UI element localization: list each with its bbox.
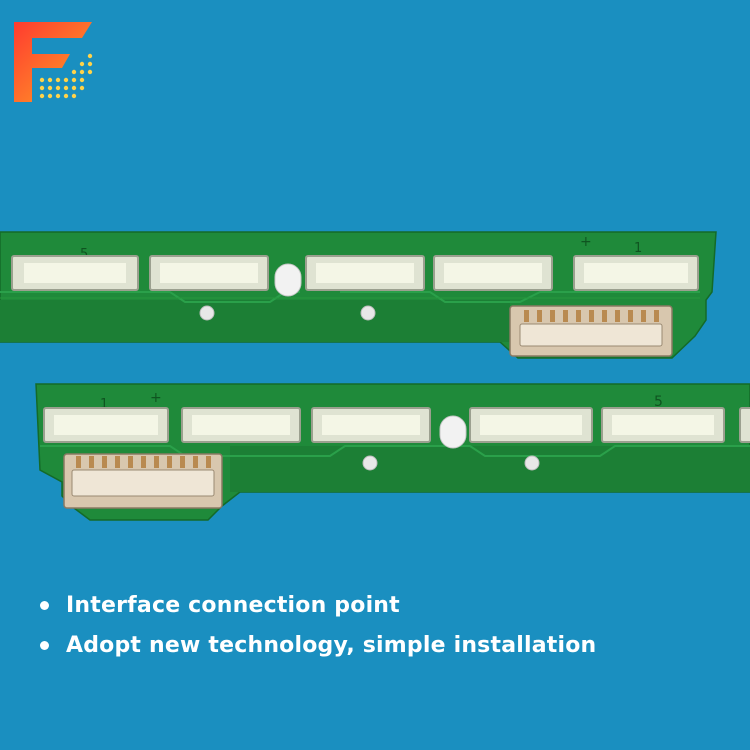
silk-label: + — [580, 234, 592, 250]
connector-top — [509, 305, 673, 357]
led-strip-photo: 5 + 1 — [0, 231, 750, 521]
feature-item: Interface connection point — [40, 585, 730, 625]
brand-f-logo-icon — [14, 22, 93, 102]
led-strip-bottom: 1 + 5 — [35, 383, 750, 521]
silk-label: 5 — [654, 394, 663, 410]
silk-label: 5 — [80, 247, 88, 262]
silk-label: 1 — [100, 397, 108, 412]
feature-text: Interface connection point — [66, 592, 400, 618]
silk-label: 1 — [634, 241, 642, 256]
feature-list: Interface connection point Adopt new tec… — [40, 585, 730, 665]
led-strip-top: 5 + 1 — [0, 231, 717, 359]
bullet-dot-icon — [40, 600, 49, 610]
feature-text: Adopt new technology, simple installatio… — [66, 632, 597, 658]
connector-bottom — [63, 453, 223, 509]
bullet-dot-icon — [40, 640, 49, 650]
feature-item: Adopt new technology, simple installatio… — [40, 625, 730, 665]
silk-label: + — [150, 390, 162, 406]
